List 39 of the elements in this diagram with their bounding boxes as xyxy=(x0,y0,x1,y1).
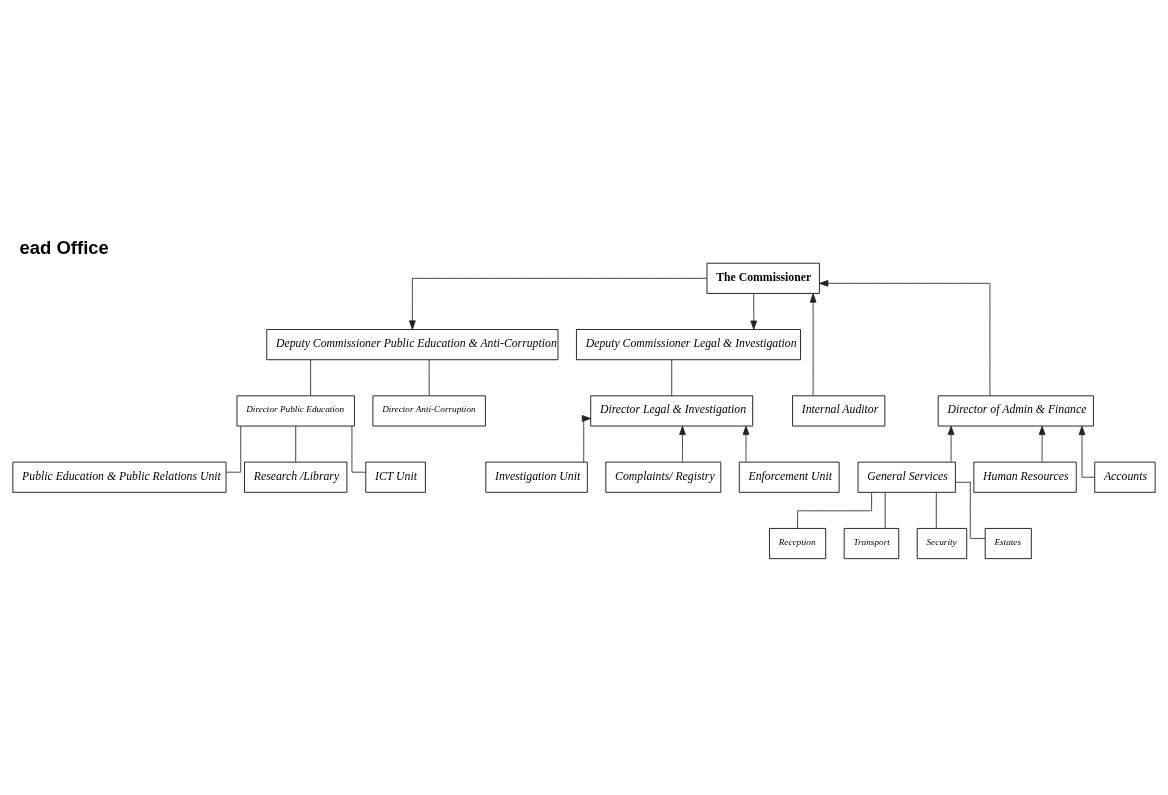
node-box: Human Resources xyxy=(973,461,1077,493)
node-box: Complaints/ Registry xyxy=(605,461,722,493)
node-box: Accounts xyxy=(1094,461,1156,493)
node-box: Security xyxy=(916,528,968,560)
connector xyxy=(955,481,986,539)
connector xyxy=(884,492,886,529)
arrow xyxy=(409,277,708,330)
node-box: Director of Admin & Finance xyxy=(937,395,1094,427)
node-box: ICT Unit xyxy=(365,461,426,493)
arrow xyxy=(809,293,817,397)
node-box: Research /Library xyxy=(244,461,348,493)
arrow xyxy=(679,425,686,463)
connector xyxy=(797,492,872,529)
node-box: Reception xyxy=(769,528,827,560)
arrow xyxy=(819,280,991,397)
arrow xyxy=(742,425,750,463)
connector xyxy=(671,359,673,397)
node-box: Investigation Unit xyxy=(485,461,588,493)
arrow xyxy=(581,415,592,463)
node-box: Director Public Education xyxy=(236,395,355,427)
node-box: Estates xyxy=(984,528,1032,560)
node-box: The Commissioner xyxy=(706,262,820,294)
node-box: General Services xyxy=(857,461,956,493)
arrow xyxy=(947,425,955,463)
node-box: Director Legal & Investigation xyxy=(590,395,754,427)
node-box: Public Education & Public Relations Unit xyxy=(12,461,227,493)
node-box: Enforcement Unit xyxy=(738,461,840,493)
node-box: Deputy Commissioner Legal & Investigation xyxy=(576,329,801,361)
connector xyxy=(935,492,937,529)
node-box: Transport xyxy=(843,528,900,560)
diagram-title: ead Office xyxy=(19,236,109,258)
connector xyxy=(295,425,297,463)
node-box: Director Anti-Corruption xyxy=(372,395,486,427)
connector xyxy=(310,359,312,397)
node-box: Deputy Commissioner Public Education & Anti-Corruption xyxy=(266,329,559,361)
arrow xyxy=(750,293,758,330)
node-box: Internal Auditor xyxy=(792,395,886,427)
connector xyxy=(428,359,430,397)
arrow xyxy=(1038,425,1046,463)
